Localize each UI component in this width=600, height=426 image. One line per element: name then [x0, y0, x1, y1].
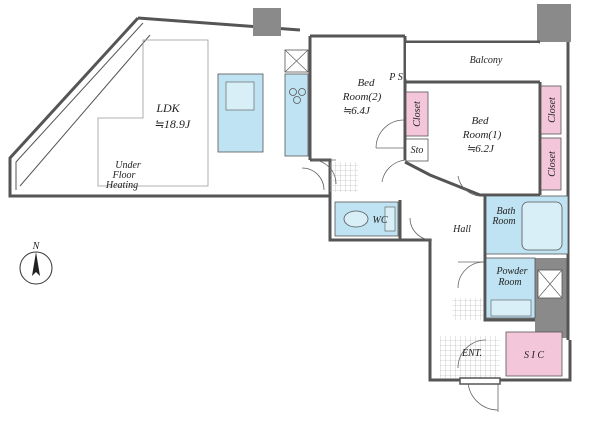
ldk-name: LDK: [155, 101, 180, 115]
bedroom1-label-1: Bed: [471, 115, 489, 127]
sic-label: S I C: [524, 350, 544, 361]
bedroom2-size: ≒6.4J: [342, 105, 371, 117]
hall-label: Hall: [452, 224, 471, 235]
compass-north-label: N: [32, 241, 41, 252]
closet-bedroom1-bottom-label: Closet: [547, 151, 558, 177]
interior-walls: [308, 34, 572, 382]
under-floor-label-2: Floor: [112, 170, 136, 181]
balcony-label: Balcony: [470, 55, 503, 66]
under-floor-label-1: Under: [115, 160, 141, 171]
kitchen-counter: [284, 73, 309, 157]
closet-bedroom1-top: [540, 85, 562, 135]
pillar-top-center: [253, 8, 281, 36]
closet-bedroom1-top-label: Closet: [547, 97, 558, 123]
door-swings: [301, 119, 499, 412]
ldk-size: ≒18.9J: [154, 117, 191, 131]
bedroom2-label-2: Room(2): [342, 91, 382, 103]
powder-label-1: Powder: [495, 266, 527, 277]
bath-label-2: Room: [491, 216, 515, 227]
pillar-top-right: [537, 4, 571, 42]
wc-label: WC: [373, 215, 388, 226]
ps-label: P S: [388, 72, 402, 83]
powder-label-2: Room: [497, 277, 521, 288]
north-compass-icon: N: [19, 241, 53, 285]
bedroom1-size: ≒6.2J: [466, 143, 495, 155]
entrance-label: ENT.: [461, 348, 482, 359]
closet-bedroom1-bottom: [540, 137, 562, 191]
closet-bedroom2-label: Closet: [412, 101, 423, 127]
stove-icon: [289, 88, 306, 104]
shoe-in-closet: [505, 331, 563, 377]
storage-sto: [405, 138, 429, 162]
sto-label: Sto: [411, 145, 424, 156]
balcony: [406, 43, 539, 79]
bath-label-1: Bath: [497, 206, 516, 217]
bedroom1-label-2: Room(1): [462, 129, 502, 141]
under-floor-label-3: Heating: [105, 180, 138, 191]
closet-bedroom2: [405, 91, 429, 137]
bedroom2-label-1: Bed: [357, 77, 375, 89]
